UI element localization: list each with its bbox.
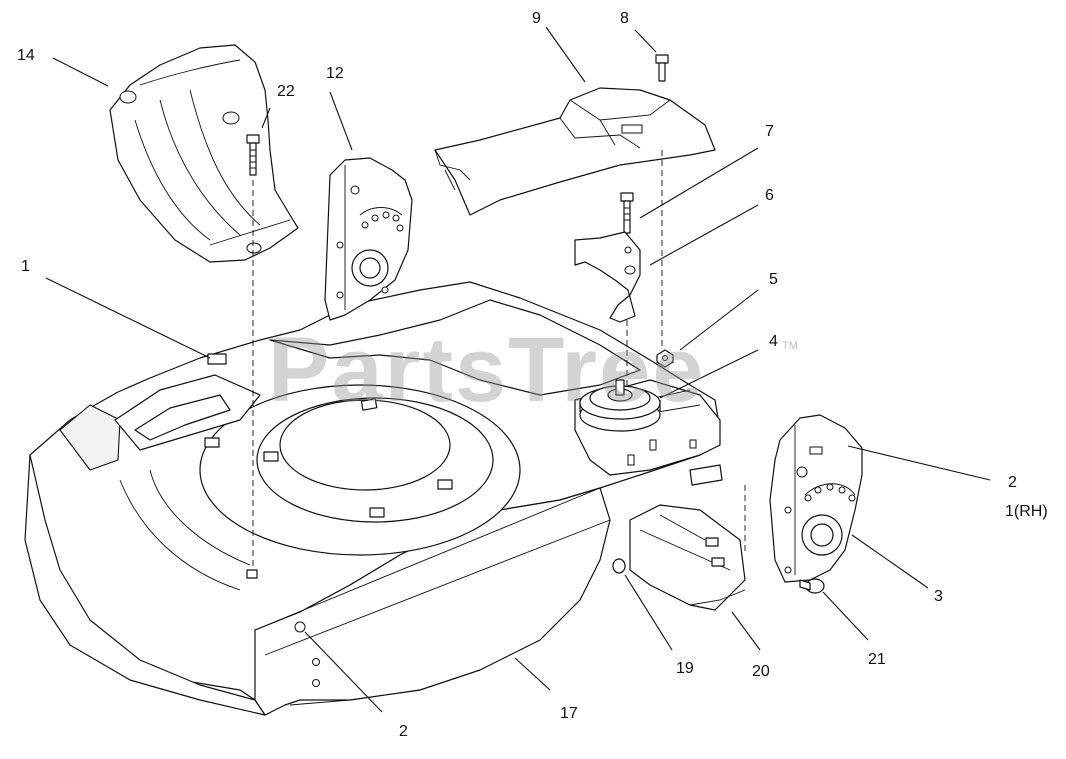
callout-2-bottom: 2 [399, 723, 408, 740]
mower-deck-icon [24, 281, 723, 716]
belt-cover-icon [434, 87, 716, 216]
callout-4: 4 [769, 333, 778, 350]
rear-shield-icon [629, 504, 746, 611]
callout-1: 1 [21, 258, 30, 275]
callout-8: 8 [620, 10, 629, 27]
callout-20: 20 [752, 663, 770, 680]
screw-icon [799, 578, 825, 594]
watermark-trademark: TM [782, 340, 798, 352]
callout-22: 22 [277, 83, 295, 100]
callout-21: 21 [868, 651, 886, 668]
height-adjuster-plate-icon [769, 414, 863, 583]
callout-7: 7 [765, 123, 774, 140]
height-adjuster-plate-icon [324, 157, 413, 321]
nut-icon [612, 558, 626, 574]
callout-17: 17 [560, 705, 578, 722]
nut-icon [656, 349, 674, 368]
callout-2-right: 2 [1008, 474, 1017, 491]
callout-3: 3 [934, 588, 943, 605]
bolt-icon [655, 54, 669, 82]
clip-icon [207, 353, 227, 365]
pulley-icon [579, 379, 661, 432]
leader-lines [45, 26, 991, 713]
bolt-icon [246, 134, 260, 176]
callout-9: 9 [532, 10, 541, 27]
rear-baffle-icon [109, 44, 299, 263]
bracket-icon [574, 231, 641, 323]
callout-5: 5 [769, 271, 778, 288]
bolt-icon [620, 192, 634, 234]
callout-6: 6 [765, 187, 774, 204]
callout-14: 14 [17, 47, 35, 64]
callout-1-rh: 1(RH) [1005, 503, 1048, 520]
callout-19: 19 [676, 660, 694, 677]
callout-12: 12 [326, 65, 344, 82]
